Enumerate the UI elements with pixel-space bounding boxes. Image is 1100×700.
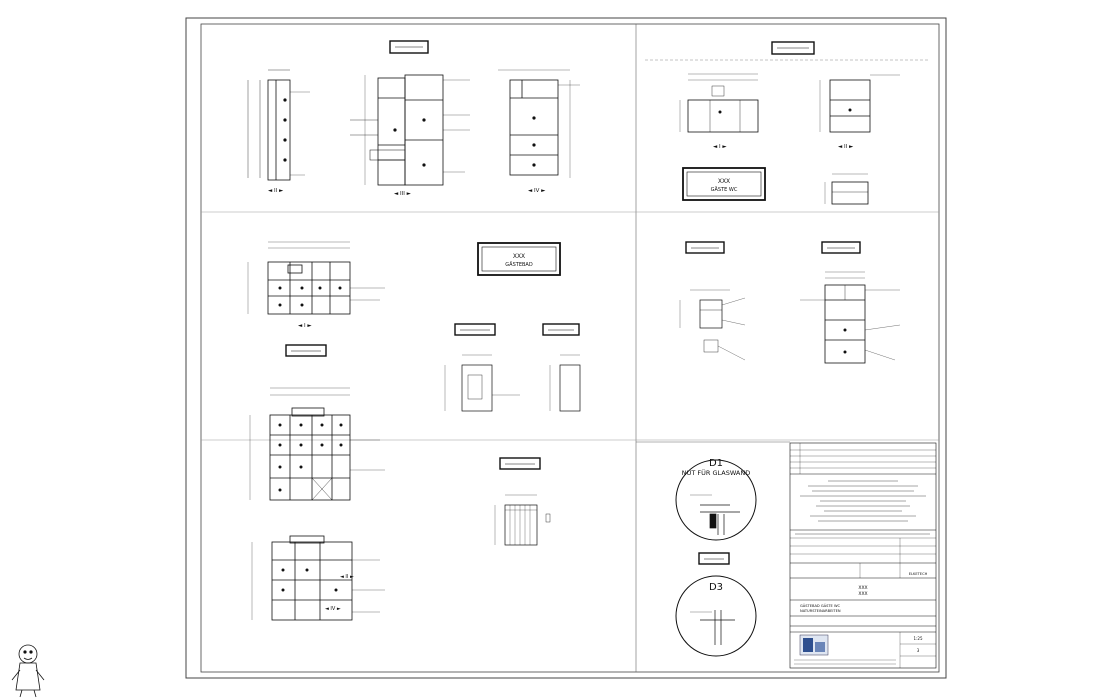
label-xxx-right: XXX — [718, 178, 730, 185]
label-gaestebad: GÄSTEBAD — [505, 261, 533, 268]
outer-frame — [185, 17, 947, 679]
title-box-detail-a — [454, 323, 496, 336]
detail-d3-title: D3 — [709, 582, 723, 593]
title-box-detail-d — [685, 241, 725, 254]
title-box-detail-e — [821, 241, 861, 254]
section-marker-5: ◄ II ► — [340, 574, 354, 580]
elevation-iii — [350, 74, 470, 186]
elevation-ii-left — [247, 69, 310, 181]
detail-b-drawing — [549, 354, 581, 412]
title-block — [789, 442, 937, 669]
title-box-detail-b — [542, 323, 580, 336]
company-logo-icon — [799, 634, 829, 656]
title-block-room-1: GÄSTEBAD GÄSTE WC — [800, 603, 841, 608]
title-block-sheet-no: 3 — [917, 648, 920, 653]
label-gaeste-wc: GÄSTE WC — [711, 186, 738, 193]
detail-a-drawing — [444, 354, 520, 412]
title-box-ansichten-gaeste-wc — [771, 41, 815, 55]
title-box-detail-c — [499, 457, 541, 470]
detail-e-drawing — [800, 271, 901, 364]
mascot-figure-icon — [11, 644, 45, 698]
elevation-wc-ii — [819, 74, 900, 133]
section-marker-7: ◄ I ► — [713, 144, 727, 150]
title-block-project-1: XXX — [858, 585, 867, 591]
title-box-ansichten-gaestebad — [389, 40, 429, 54]
detail-d-drawing — [679, 289, 746, 361]
inner-frame — [200, 23, 940, 673]
title-block-room-2: NATURSTEINARBEITEN — [800, 609, 841, 613]
title-block-rev: ELKETECH — [909, 572, 928, 576]
detail-d1-subtitle: NUT FÜR GLASWAND — [682, 468, 751, 477]
detail-d3-circle: D3 — [675, 575, 757, 657]
detail-c-drawing — [494, 494, 551, 546]
title-block-scale: 1:25 — [914, 636, 923, 641]
section-marker-2: ◄ III ► — [394, 191, 412, 197]
label-box-gaeste-wc: XXX GÄSTE WC — [682, 167, 766, 201]
plan-gaestebad-bottom — [249, 387, 385, 501]
elevation-wc-i — [679, 73, 759, 133]
elevation-wc-iii — [824, 173, 869, 205]
detail-d1-title: D1 — [709, 458, 723, 469]
section-marker-1: ◄ II ► — [268, 188, 284, 194]
title-block-notes — [795, 480, 930, 535]
detail-d1-circle: D1 NUT FÜR GLASWAND — [675, 458, 757, 541]
title-box-detail-d2 — [698, 552, 730, 565]
elevation-bottom-left — [251, 535, 385, 621]
title-box-innen-gaestebad — [285, 344, 327, 357]
label-box-gaestebad: XXX GÄSTEBAD — [477, 242, 561, 276]
elevation-iv — [498, 69, 580, 178]
section-marker-9: ◄ IV ► — [325, 606, 341, 612]
section-marker-3: ◄ IV ► — [528, 188, 546, 194]
section-marker-4: ◄ I ► — [298, 323, 312, 329]
label-xxx-center: XXX — [513, 253, 525, 260]
title-block-project-2: XXX — [858, 591, 867, 597]
section-marker-6: ◄ II ► — [838, 144, 854, 150]
title-block-footer — [794, 659, 896, 665]
plan-gaestebad-top — [247, 241, 385, 315]
